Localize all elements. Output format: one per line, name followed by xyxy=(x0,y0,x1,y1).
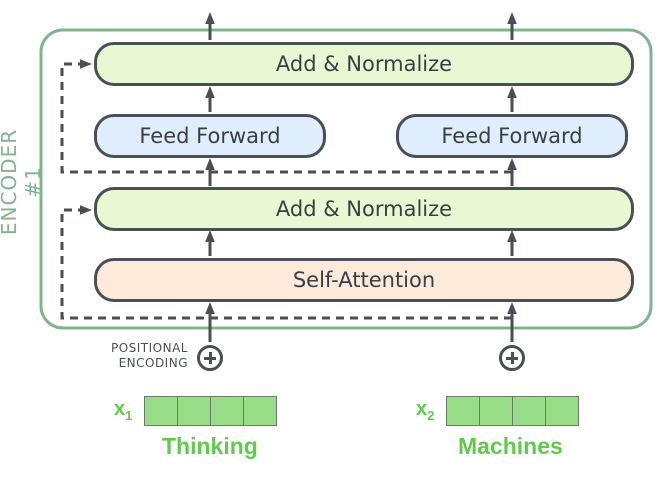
input-subscript-1: 1 xyxy=(125,408,133,423)
input-word-1: Thinking xyxy=(162,433,258,459)
input-symbol-2: x xyxy=(416,398,428,420)
positional-encoding-line1: POSITIONAL xyxy=(110,341,188,355)
input-vector-label-1: x1 xyxy=(114,398,132,423)
feed-forward-left-box: Feed Forward xyxy=(94,114,326,158)
vector-cell xyxy=(446,396,480,426)
vector-cell xyxy=(512,396,546,426)
encoder-label: ENCODER #1 xyxy=(0,128,45,236)
positional-add-right-icon xyxy=(499,345,525,371)
vector-cell xyxy=(479,396,513,426)
input-symbol-1: x xyxy=(114,398,126,420)
vector-cell xyxy=(144,396,178,426)
positional-encoding-line2: ENCODING xyxy=(118,356,188,370)
input-vector-label-2: x2 xyxy=(416,398,434,423)
residual-connection-top xyxy=(60,59,512,174)
residual-connection-bottom xyxy=(60,205,512,320)
vector-cell xyxy=(545,396,579,426)
input-subscript-2: 2 xyxy=(427,408,435,423)
positional-encoding-label: POSITIONAL ENCODING xyxy=(90,341,188,371)
input-word-2: Machines xyxy=(458,433,563,459)
encoder-outline xyxy=(39,28,653,330)
add-normalize-bottom-box: Add & Normalize xyxy=(94,187,634,231)
vector-cell xyxy=(243,396,277,426)
input-vector-1 xyxy=(144,396,277,426)
positional-add-left-icon xyxy=(197,345,223,371)
vector-cell xyxy=(210,396,244,426)
feed-forward-right-box: Feed Forward xyxy=(396,114,628,158)
self-attention-box: Self-Attention xyxy=(94,258,634,302)
vector-cell xyxy=(177,396,211,426)
input-vector-2 xyxy=(446,396,579,426)
add-normalize-top-box: Add & Normalize xyxy=(94,42,634,86)
